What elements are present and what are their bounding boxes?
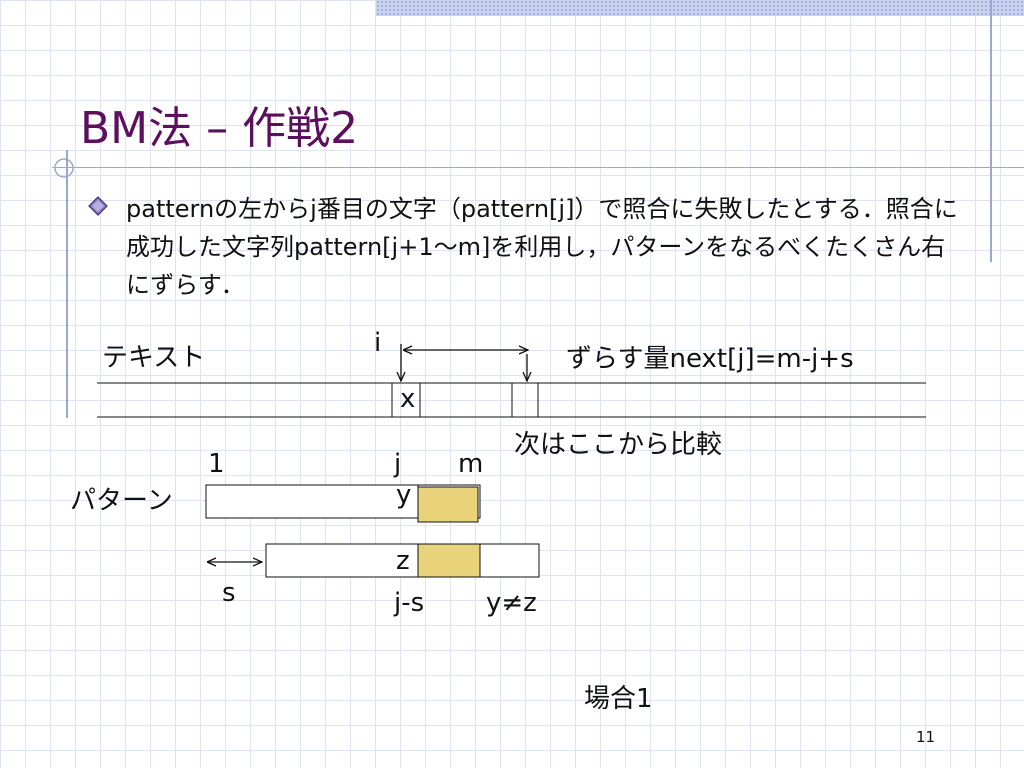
case-label: 場合1 xyxy=(584,684,653,714)
shifted-match-highlight xyxy=(417,543,481,578)
z-char-label: z xyxy=(396,546,410,576)
page-number: 11 xyxy=(916,728,936,746)
title-underline xyxy=(52,167,1024,168)
shifted-pattern-box xyxy=(265,543,540,578)
matched-suffix-highlight xyxy=(417,486,479,523)
text-row-label: テキスト xyxy=(102,343,206,373)
right-decor-line xyxy=(990,0,992,262)
shift-formula-label: ずらす量next[j]=m-j+s xyxy=(566,344,854,374)
crosshair-circle-icon xyxy=(54,158,74,178)
pattern-row-label: パターン xyxy=(70,486,173,516)
s-label: s xyxy=(222,578,236,608)
diamond-bullet-icon xyxy=(88,196,108,216)
next-compare-label: 次はここから比較 xyxy=(514,430,723,460)
y-not-equal-z-label: y≠z xyxy=(486,588,537,618)
bullet-text: patternの左からj番目の文字（pattern[j]）で照合に失敗したとする… xyxy=(126,195,958,299)
x-char-label: x xyxy=(400,384,416,414)
top-decor-band xyxy=(376,0,1024,16)
m-index-label: m xyxy=(458,449,484,479)
j-minus-s-label: j-s xyxy=(394,588,425,618)
j-index-label: j xyxy=(394,449,402,479)
one-index-label: 1 xyxy=(208,449,225,479)
y-char-label: y xyxy=(396,480,412,510)
i-label: i xyxy=(374,328,382,358)
slide-title: BM法 – 作戦2 xyxy=(80,103,359,154)
left-decor-line xyxy=(66,150,68,418)
